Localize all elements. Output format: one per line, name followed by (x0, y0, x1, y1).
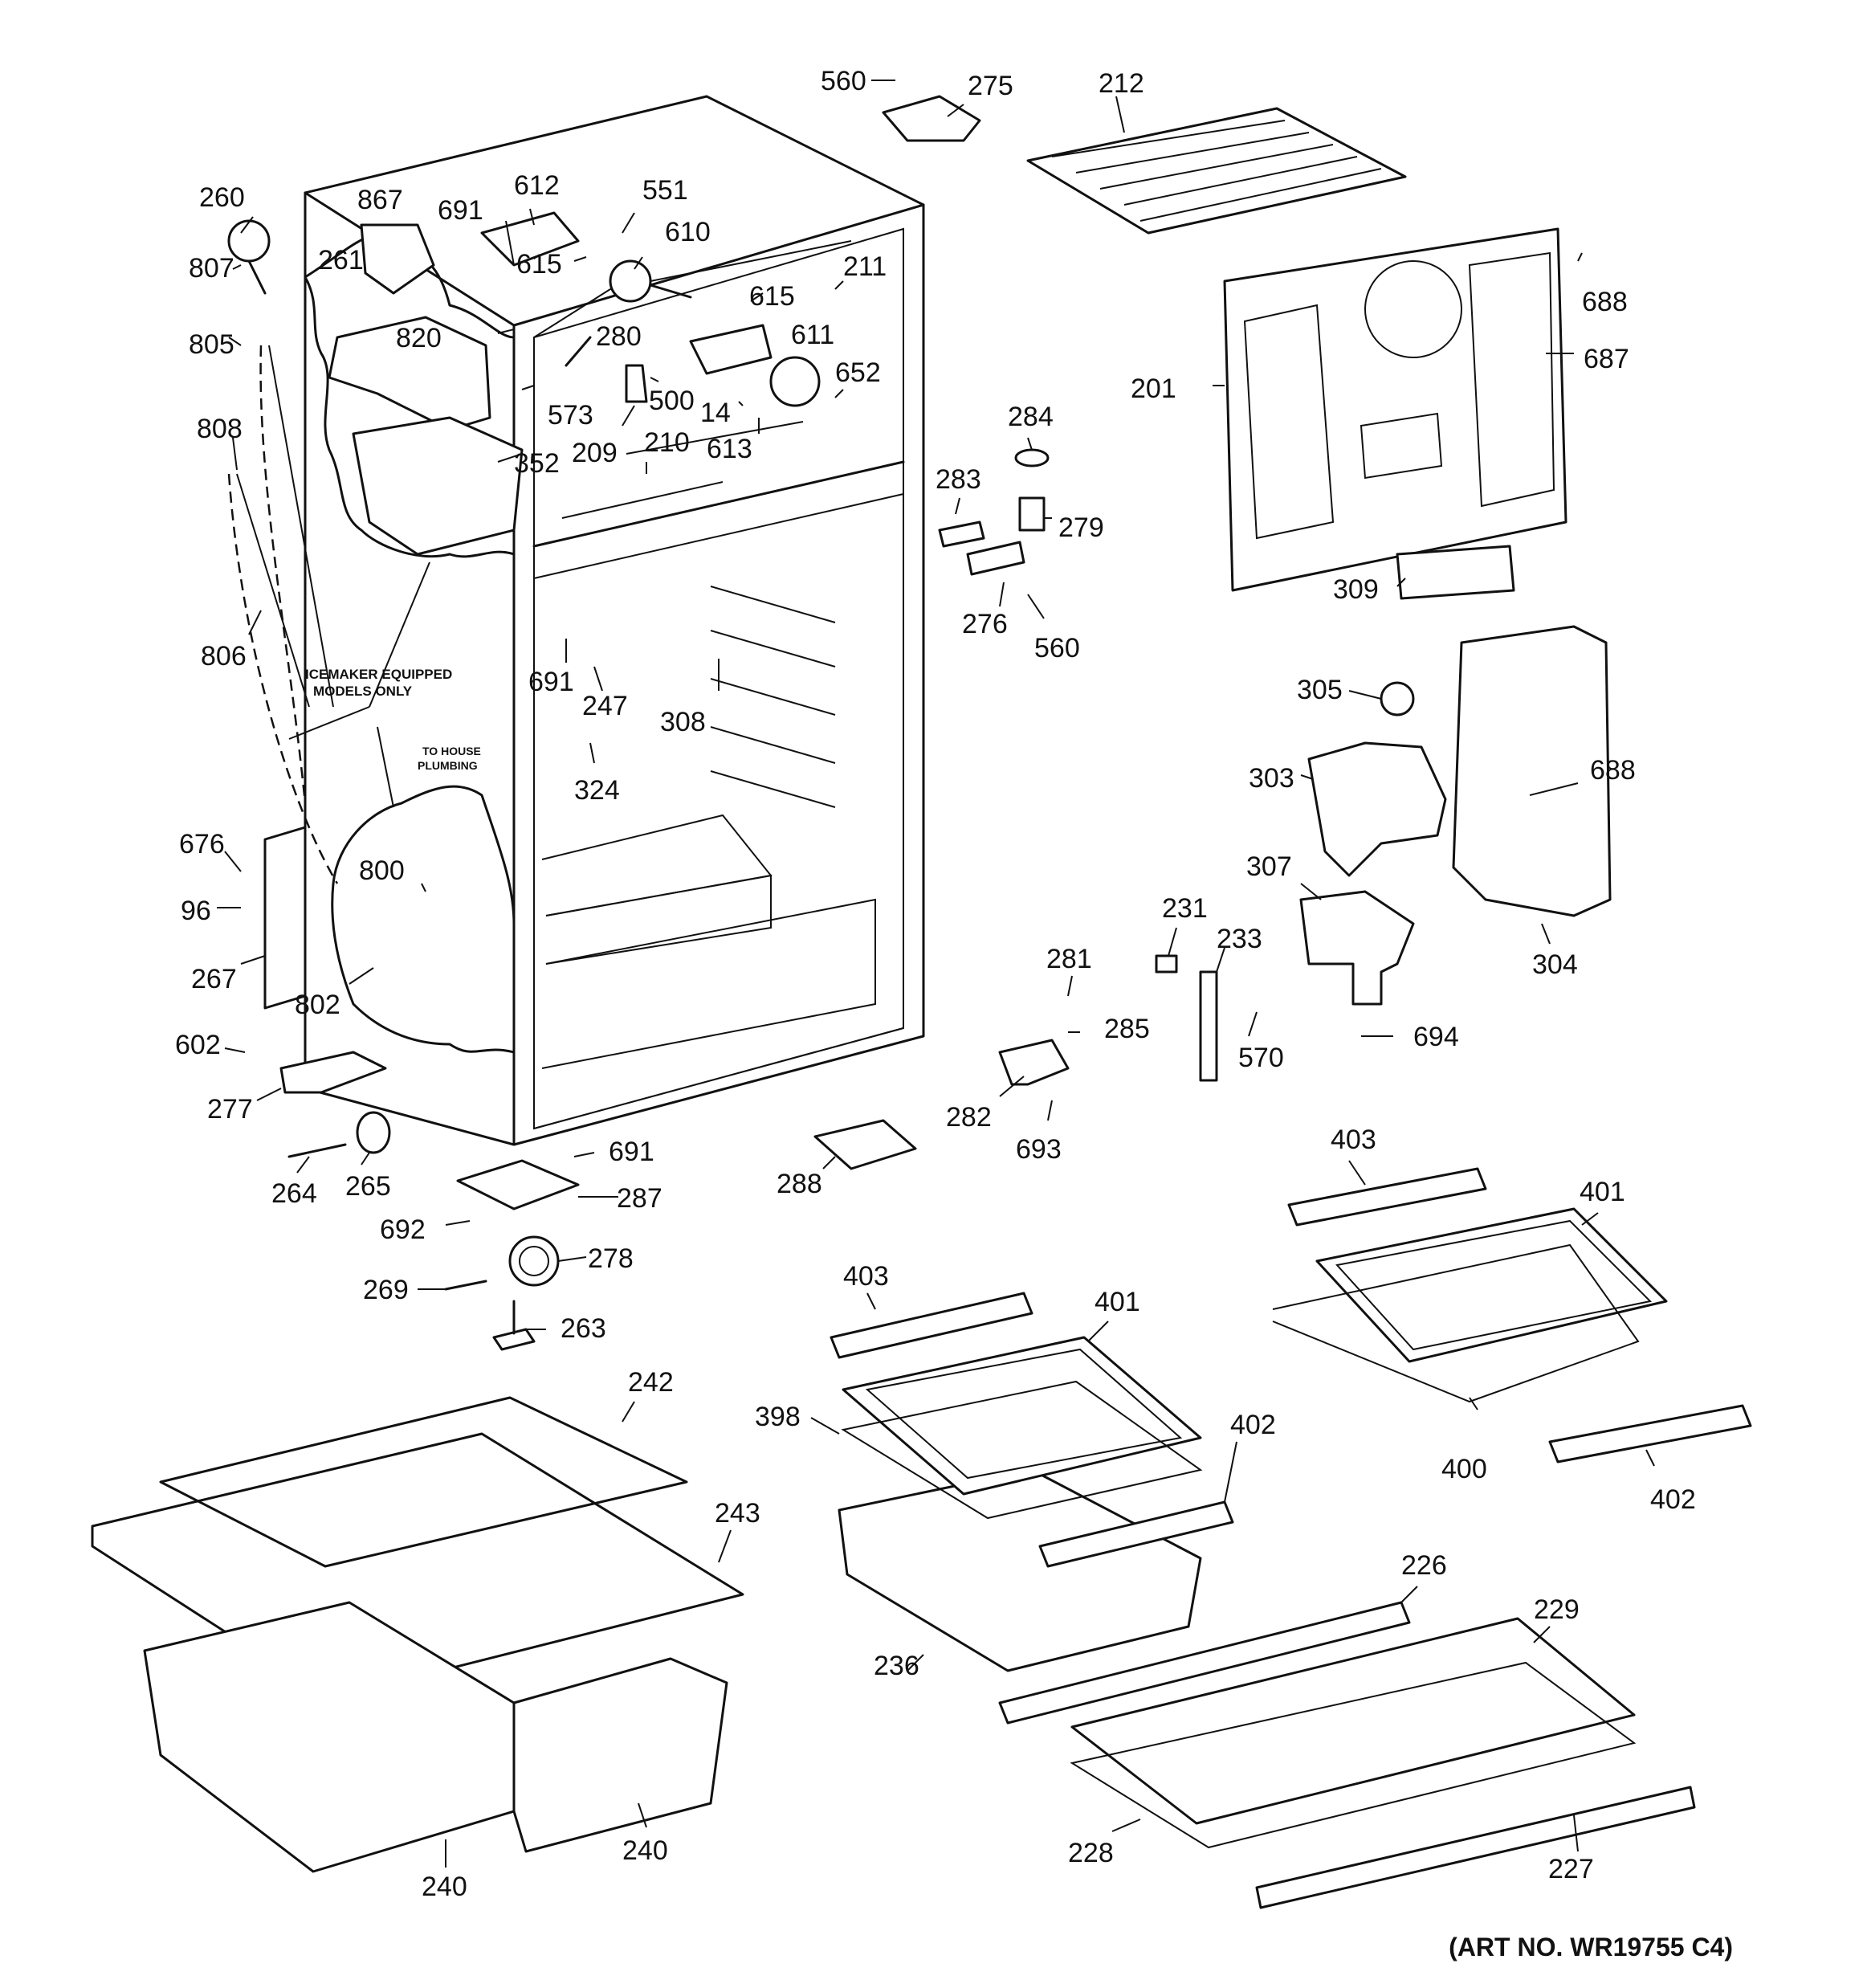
part-label: 307 (1246, 851, 1292, 882)
part-label: 401 (1095, 1287, 1140, 1317)
part-label: 324 (574, 775, 620, 806)
annotations: ICEMAKER EQUIPPED MODELS ONLY TO HOUSE P… (305, 667, 481, 772)
part-label: 560 (821, 66, 866, 96)
part-label: 352 (514, 448, 560, 479)
part-label: 288 (777, 1169, 822, 1199)
part-label: 233 (1217, 924, 1262, 954)
part-label: 400 (1441, 1454, 1487, 1484)
part-label: 309 (1333, 574, 1379, 605)
part-label: 304 (1532, 949, 1578, 980)
part-label: 691 (528, 667, 574, 697)
part-label: 242 (628, 1367, 674, 1398)
part-label: 691 (438, 195, 483, 226)
part-label: 611 (791, 320, 834, 350)
part-label: 551 (642, 175, 688, 206)
part-label: 226 (1401, 1550, 1447, 1581)
part-label: 692 (380, 1214, 426, 1245)
part-label: 305 (1297, 675, 1343, 705)
part-label: 800 (359, 855, 405, 886)
part-label: 806 (201, 641, 247, 672)
part-label: 263 (561, 1313, 606, 1344)
part-label: 276 (962, 609, 1008, 639)
part-label: 285 (1104, 1014, 1150, 1044)
part-label: 403 (843, 1261, 889, 1292)
part-label: 240 (422, 1872, 467, 1902)
part-label: 275 (968, 71, 1013, 101)
part-label: 261 (318, 245, 364, 276)
part-label: 693 (1016, 1134, 1062, 1165)
part-label: 282 (946, 1102, 992, 1133)
part-label: 14 (700, 398, 731, 428)
part-label: 694 (1413, 1022, 1459, 1052)
part-label: 610 (665, 217, 711, 247)
part-label: 264 (271, 1178, 317, 1209)
part-label: 284 (1008, 402, 1054, 432)
part-illustrations (227, 95, 1612, 1351)
part-label: 209 (572, 438, 618, 468)
part-label: 676 (179, 829, 225, 859)
part-label: 602 (175, 1030, 221, 1060)
part-label: 402 (1650, 1484, 1696, 1515)
part-label: 247 (582, 691, 628, 721)
part-label: 278 (588, 1243, 634, 1274)
part-label: 303 (1249, 763, 1294, 794)
part-label: 867 (357, 185, 403, 215)
part-label: 807 (189, 253, 234, 284)
leader-lines (217, 80, 1655, 1868)
part-label: 500 (649, 386, 695, 416)
part-label: 279 (1058, 512, 1104, 543)
note-icemaker-line2: MODELS ONLY (313, 684, 413, 699)
connection-lines (227, 345, 430, 884)
part-label: 615 (516, 249, 562, 280)
part-label: 570 (1238, 1043, 1284, 1073)
part-label: 615 (749, 281, 795, 312)
lower-components (91, 1167, 1752, 1909)
part-label: 613 (707, 434, 752, 464)
part-label: 210 (644, 427, 690, 458)
note-plumbing-line2: PLUMBING (418, 759, 478, 772)
part-label: 243 (715, 1498, 760, 1529)
part-label: 236 (874, 1651, 919, 1681)
part-label: 240 (622, 1835, 668, 1866)
part-label: 612 (514, 170, 560, 201)
part-label: 403 (1331, 1125, 1376, 1155)
part-label: 652 (835, 357, 881, 388)
part-label: 560 (1034, 633, 1080, 663)
part-label: 265 (345, 1171, 391, 1202)
part-label: 687 (1584, 344, 1629, 374)
part-label: 402 (1230, 1410, 1276, 1440)
part-label: 808 (197, 414, 243, 444)
part-label: 201 (1131, 374, 1176, 404)
part-label: 308 (660, 707, 706, 737)
part-label: 283 (936, 464, 981, 495)
part-label: 231 (1162, 893, 1208, 924)
part-labels: 560 275 212 260 867 691 612 551 610 807 … (175, 66, 1696, 1902)
part-label: 280 (596, 321, 642, 352)
art-number: (ART NO. WR19755 C4) (1449, 1933, 1733, 1961)
part-label: 287 (617, 1183, 662, 1214)
part-label: 212 (1099, 68, 1144, 99)
part-label: 398 (755, 1402, 801, 1432)
note-plumbing-line1: TO HOUSE (422, 745, 481, 757)
part-label: 211 (843, 251, 887, 282)
note-icemaker-line1: ICEMAKER EQUIPPED (305, 667, 452, 682)
part-label: 805 (189, 329, 234, 360)
part-label: 820 (396, 323, 442, 353)
part-label: 688 (1590, 755, 1636, 786)
part-label: 269 (363, 1275, 409, 1305)
part-label: 802 (295, 990, 340, 1020)
part-label: 96 (181, 896, 211, 926)
part-label: 691 (609, 1137, 654, 1167)
part-label: 267 (191, 964, 237, 994)
part-label: 260 (199, 182, 245, 213)
part-label: 401 (1580, 1177, 1625, 1207)
part-label: 227 (1548, 1854, 1594, 1884)
part-label: 573 (548, 400, 593, 431)
part-label: 688 (1582, 287, 1628, 317)
part-label: 277 (207, 1094, 253, 1125)
part-label: 228 (1068, 1838, 1114, 1868)
part-label: 229 (1534, 1594, 1580, 1625)
part-label: 281 (1046, 944, 1092, 974)
